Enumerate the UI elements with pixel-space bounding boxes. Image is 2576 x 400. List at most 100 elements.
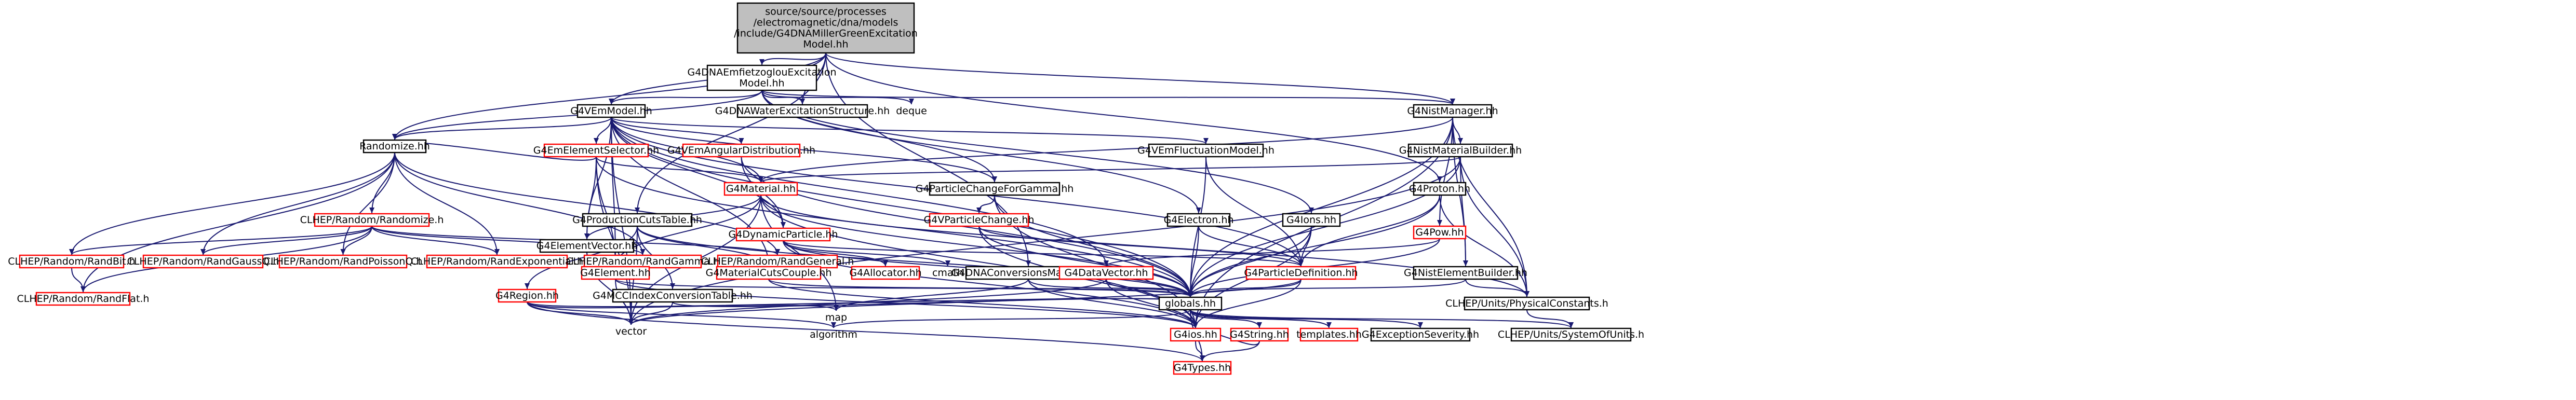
- edge-globals-to-templates: [1190, 309, 1332, 328]
- node-region[interactable]: G4Region.hh: [495, 288, 559, 303]
- node-randbit[interactable]: CLHEP/Random/RandBit.h: [8, 254, 136, 269]
- node-g4vemmodel[interactable]: G4VEmModel.hh: [570, 104, 652, 118]
- edge-nistelem-to-globals: [1188, 279, 1466, 297]
- node-datavector[interactable]: G4DataVector.hh: [1058, 266, 1154, 280]
- edge-dataconv-to-globals: [1028, 279, 1193, 297]
- node-vector[interactable]: vector: [615, 326, 647, 337]
- node-vangular[interactable]: G4VEmAngularDistribution.hh: [667, 143, 815, 158]
- node-label-dnawater-0: G4DNAWaterExcitationStructure.hh: [715, 105, 890, 117]
- node-box-randbit: [19, 254, 125, 269]
- node-label-randomize-0: Randomize.hh: [359, 141, 430, 152]
- node-ions[interactable]: G4Ions.hh: [1282, 213, 1341, 227]
- edge-region-to-vector: [527, 301, 634, 325]
- edge-physconst-to-sysunits: [1526, 309, 1574, 328]
- node-prodcuts[interactable]: G4ProductionCutsTable.hh: [572, 213, 702, 227]
- node-mcconv[interactable]: G4MCCIndexConversionTable.hh: [593, 288, 753, 303]
- node-randexp[interactable]: CLHEP/Random/RandExponential.h: [411, 254, 583, 269]
- node-box-emelemsel: [543, 143, 649, 158]
- node-box-types: [1173, 361, 1232, 375]
- node-nistelem[interactable]: G4NistElementBuilder.hh: [1404, 266, 1527, 280]
- node-pcforgamma[interactable]: G4ParticleChangeForGamma.hh: [916, 182, 1074, 196]
- edge-pcforgamma-to-vpchange: [976, 195, 995, 214]
- node-element[interactable]: G4Element.hh: [580, 266, 651, 280]
- node-label-dynpart-0: G4DynamicParticle.hh: [729, 229, 838, 240]
- edge-g4vemmodel-to-pcforgamma: [611, 117, 997, 183]
- node-box-randpoissonq: [278, 254, 408, 269]
- node-templates[interactable]: templates.hh: [1296, 327, 1362, 342]
- edge-root-to-proton: [825, 52, 1442, 183]
- edge-vpchange-to-globals: [978, 226, 1193, 297]
- node-label-matcuts-0: G4MaterialCutsCouple.hh: [706, 267, 832, 279]
- node-matcuts[interactable]: G4MaterialCutsCouple.hh: [706, 266, 832, 280]
- node-g4ios[interactable]: G4ios.hh: [1170, 327, 1222, 342]
- node-box-matcuts: [716, 266, 822, 280]
- edge-excmodel-to-deque: [761, 90, 914, 105]
- node-randflat[interactable]: CLHEP/Random/RandFlat.h: [17, 292, 150, 306]
- node-partdef[interactable]: G4ParticleDefinition.hh: [1244, 266, 1358, 280]
- edge-matcuts-to-globals: [768, 279, 1193, 297]
- node-clhepRandomize[interactable]: CLHEP/Random/Randomize.h: [300, 213, 444, 227]
- edge-excmodel-to-dnawater: [761, 90, 805, 105]
- node-dnawater[interactable]: G4DNAWaterExcitationStructure.hh: [715, 104, 890, 118]
- node-label-map-0: map: [825, 312, 847, 323]
- edge-proton-to-globals: [1188, 195, 1440, 297]
- edge-prodcuts-to-region: [525, 226, 638, 289]
- node-label-types-0: G4Types.hh: [1174, 362, 1231, 374]
- node-pow[interactable]: G4Pow.hh: [1413, 225, 1467, 240]
- node-label-nistmat-0: G4NistMaterialBuilder.hh: [1399, 145, 1522, 156]
- node-exception[interactable]: G4ExceptionSeverity.hh: [1362, 327, 1479, 342]
- node-label-templates-0: templates.hh: [1296, 329, 1362, 340]
- node-label-datavector-0: G4DataVector.hh: [1064, 267, 1148, 279]
- edge-ions-to-globals: [1188, 226, 1312, 297]
- edge-proton-to-partdef: [1298, 195, 1440, 267]
- node-map[interactable]: map: [825, 312, 847, 323]
- node-box-ions: [1282, 213, 1341, 227]
- node-box-pow: [1413, 225, 1467, 240]
- edge-pcforgamma-to-globals: [994, 195, 1193, 297]
- node-sysunits[interactable]: CLHEP/Units/SystemOfUnits.h: [1498, 327, 1644, 342]
- node-label-nistmgr-0: G4NistManager.hh: [1407, 105, 1498, 117]
- edge-partdef-to-globals: [1188, 279, 1302, 297]
- node-box-g4string: [1230, 327, 1289, 342]
- node-label-vector-0: vector: [615, 326, 647, 337]
- node-physconst[interactable]: CLHEP/Units/PhysicalConstants.h: [1445, 296, 1608, 311]
- node-fluct[interactable]: G4VEmFluctuationModel.hh: [1137, 143, 1274, 158]
- node-types[interactable]: G4Types.hh: [1173, 361, 1232, 375]
- node-allocator[interactable]: G4Allocator.hh: [849, 266, 922, 280]
- node-box-vangular: [682, 143, 801, 158]
- node-label-electron-0: G4Electron.hh: [1164, 214, 1234, 226]
- node-randpoissonq[interactable]: CLHEP/Random/RandPoissonQ.h: [264, 254, 423, 269]
- node-randgamma[interactable]: CLHEP/Random/RandGamma.h: [566, 254, 719, 269]
- node-nistmgr[interactable]: G4NistManager.hh: [1407, 104, 1498, 118]
- node-label-nistelem-0: G4NistElementBuilder.hh: [1404, 267, 1527, 279]
- node-material[interactable]: G4Material.hh: [723, 182, 798, 196]
- node-proton[interactable]: G4Proton.hh: [1409, 182, 1470, 196]
- node-electron[interactable]: G4Electron.hh: [1164, 213, 1234, 227]
- node-randgeneral[interactable]: CLHEP/Random/RandGeneral.h: [701, 254, 854, 269]
- node-emelemsel[interactable]: G4EmElementSelector.hh: [533, 143, 659, 158]
- node-box-excmodel: [706, 64, 817, 91]
- node-elemvector[interactable]: G4ElementVector.hh: [536, 239, 637, 253]
- node-label-allocator-0: G4Allocator.hh: [849, 267, 921, 279]
- edge-nistmat-to-physconst: [1460, 156, 1530, 297]
- node-vpchange[interactable]: G4VParticleChange.hh: [924, 213, 1035, 227]
- node-randomize[interactable]: Randomize.hh: [359, 139, 430, 154]
- node-algorithm[interactable]: algorithm: [810, 329, 857, 340]
- edge-randomize-to-randbit: [69, 152, 395, 255]
- node-label-globals-0: globals.hh: [1165, 298, 1216, 309]
- node-randgaussq[interactable]: CLHEP/Random/RandGaussQ.h: [127, 254, 279, 269]
- node-cmath[interactable]: cmath: [932, 267, 963, 279]
- node-deque[interactable]: deque: [896, 105, 927, 117]
- dependency-edges: [69, 52, 1574, 362]
- node-label-root-0: source/source/processes: [765, 6, 887, 18]
- node-box-material: [723, 182, 798, 196]
- node-dynpart[interactable]: G4DynamicParticle.hh: [729, 227, 838, 242]
- node-globals[interactable]: globals.hh: [1158, 296, 1223, 311]
- node-g4string[interactable]: G4String.hh: [1230, 327, 1289, 342]
- node-label-fluct-0: G4VEmFluctuationModel.hh: [1137, 145, 1274, 156]
- node-label-excmodel-1: Model.hh: [739, 78, 784, 89]
- node-nistmat[interactable]: G4NistMaterialBuilder.hh: [1399, 143, 1522, 158]
- node-box-dynpart: [735, 227, 831, 242]
- edge-nistmgr-to-pow: [1437, 117, 1453, 226]
